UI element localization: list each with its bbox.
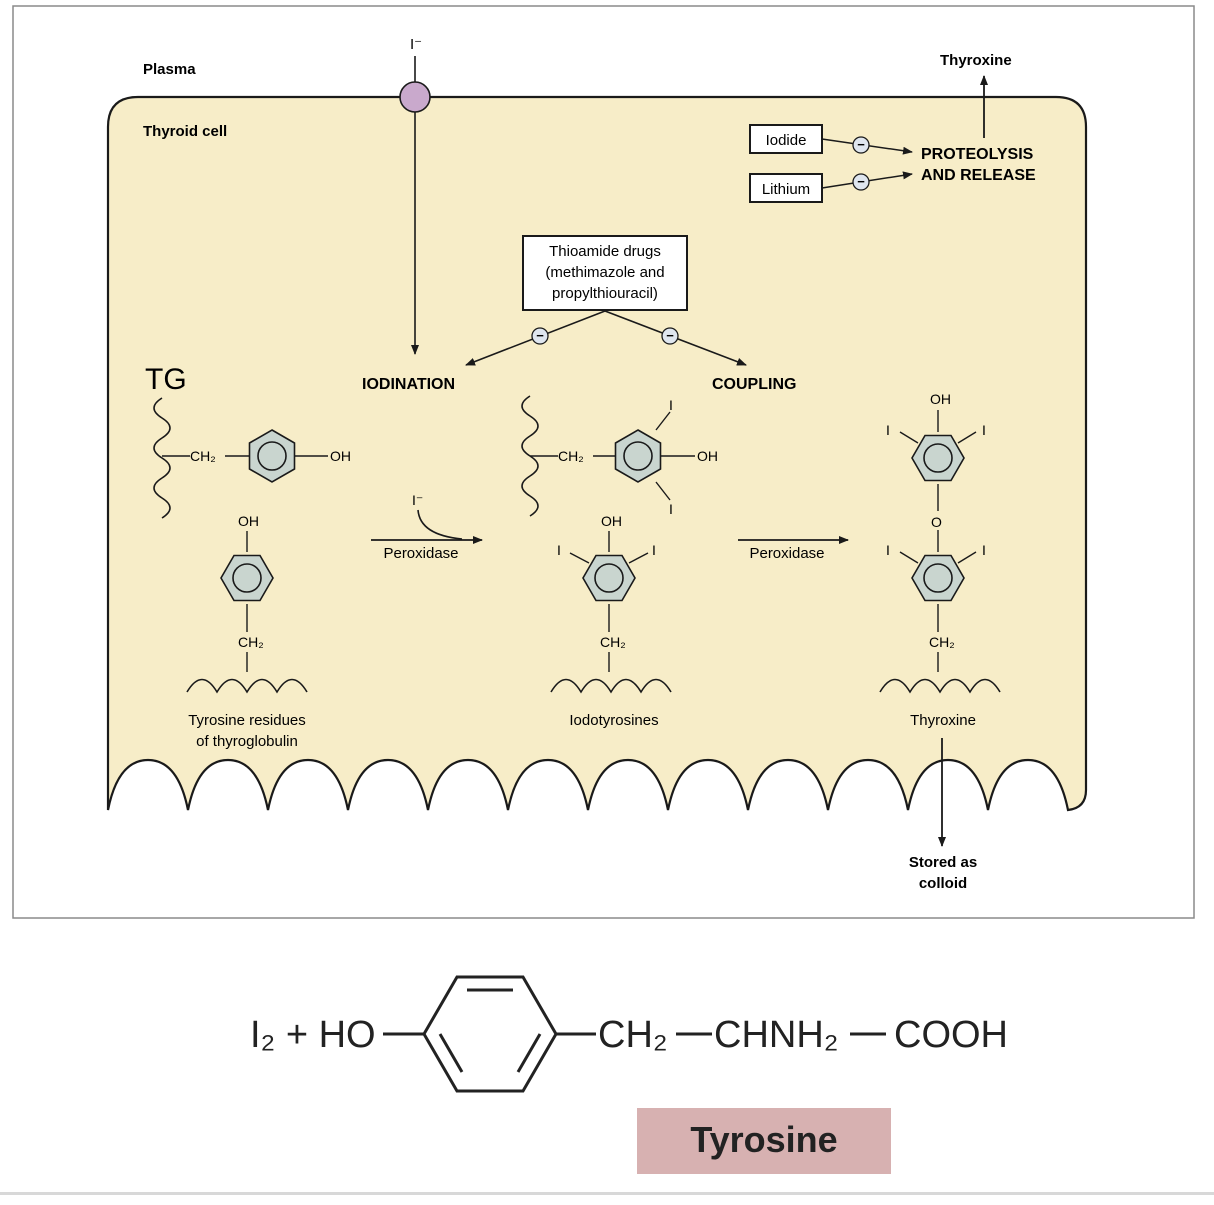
thioamide-line-2: (methimazole and [545, 264, 664, 281]
formula-chnh2: CHNH₂ [714, 1014, 839, 1056]
iodine-atom: I [982, 542, 986, 558]
thyroxine-released-label: Thyroxine [940, 52, 1012, 69]
caption-thyroxine: Thyroxine [910, 712, 976, 729]
oh-text: OH [238, 513, 259, 529]
tyrosine-label: Tyrosine [690, 1119, 837, 1160]
inhibit-sign-iodination: − [536, 328, 544, 343]
tyrosine-formula: I₂ + HO CH₂ CHNH₂ COOH [250, 975, 1008, 1093]
iodine-atom: I [886, 542, 890, 558]
iodide-reagent-curve [417, 509, 463, 540]
tyrosine-residue-bottom: OH CH₂ [186, 513, 308, 694]
inhibit-badge-iodide [852, 136, 870, 154]
caption-iodotyrosines: Iodotyrosines [569, 712, 658, 729]
inhibit-badge-lithium [852, 173, 870, 191]
iodination-label: IODINATION [362, 376, 455, 393]
iodine-atom: I [669, 501, 673, 517]
formula-ch2: CH₂ [598, 1014, 668, 1056]
oxygen-bridge: O [931, 514, 942, 530]
caption-tyrosine-1: Tyrosine residues [188, 712, 306, 729]
thyroid-cell-label: Thyroid cell [143, 123, 227, 140]
iodide-reagent-label: I⁻ [412, 492, 423, 508]
thyroxine-structure: OH I I O I I CH₂ [879, 391, 1001, 694]
iodine-atom: I [652, 542, 656, 558]
plasma-label: Plasma [143, 61, 196, 78]
iodotyrosine-bottom: OH I I CH₂ [550, 513, 672, 694]
stored-label-2: colloid [919, 875, 967, 892]
oh-text: OH [697, 448, 718, 464]
iodide-box-label: Iodide [766, 132, 807, 149]
thioamide-box [522, 235, 688, 311]
iodine-atom: I [982, 422, 986, 438]
coupling-label: COUPLING [712, 376, 796, 393]
ch2-text: CH₂ [238, 634, 264, 650]
proteolysis-label-2: AND RELEASE [921, 167, 1036, 184]
tyrosine-residue-top: CH₂ OH [153, 397, 351, 519]
iodine-atom: I [669, 397, 673, 413]
iodotyrosine-top: CH₂ OH I I [521, 395, 718, 517]
lithium-box [749, 173, 823, 203]
iodide-ion-label: I⁻ [410, 36, 422, 53]
peroxidase-label-1: Peroxidase [383, 545, 458, 562]
formula-cooh: COOH [894, 1014, 1008, 1056]
benzene-ring [422, 975, 558, 1093]
ch2-text: CH₂ [190, 448, 216, 464]
lithium-box-label: Lithium [762, 181, 810, 198]
tyrosine-label-box [637, 1108, 891, 1174]
ch2-text: CH₂ [600, 634, 626, 650]
iodide-transporter [399, 81, 431, 113]
oh-text: OH [330, 448, 351, 464]
tg-label: TG [145, 363, 187, 396]
iodine-atom: I [886, 422, 890, 438]
bottom-divider [0, 1192, 1214, 1195]
inhibit-sign-iodide: − [857, 137, 865, 152]
iodine-atom: I [557, 542, 561, 558]
oh-text: OH [930, 391, 951, 407]
formula-i2-plus-ho: I₂ + HO [250, 1014, 376, 1056]
proteolysis-label-1: PROTEOLYSIS [921, 146, 1034, 163]
thioamide-line-3: propylthiouracil) [552, 285, 658, 302]
caption-tyrosine-2: of thyroglobulin [196, 733, 298, 750]
inhibit-sign-lithium: − [857, 174, 865, 189]
inhibit-badge-iodination [531, 327, 549, 345]
oh-text: OH [601, 513, 622, 529]
inhibit-sign-coupling: − [666, 328, 674, 343]
peroxidase-label-2: Peroxidase [749, 545, 824, 562]
ch2-text: CH₂ [558, 448, 584, 464]
thioamide-line-1: Thioamide drugs [549, 243, 661, 260]
ch2-text: CH₂ [929, 634, 955, 650]
inhibit-badge-coupling [661, 327, 679, 345]
thyroid-cell [106, 95, 1088, 812]
stored-label-1: Stored as [909, 854, 977, 871]
